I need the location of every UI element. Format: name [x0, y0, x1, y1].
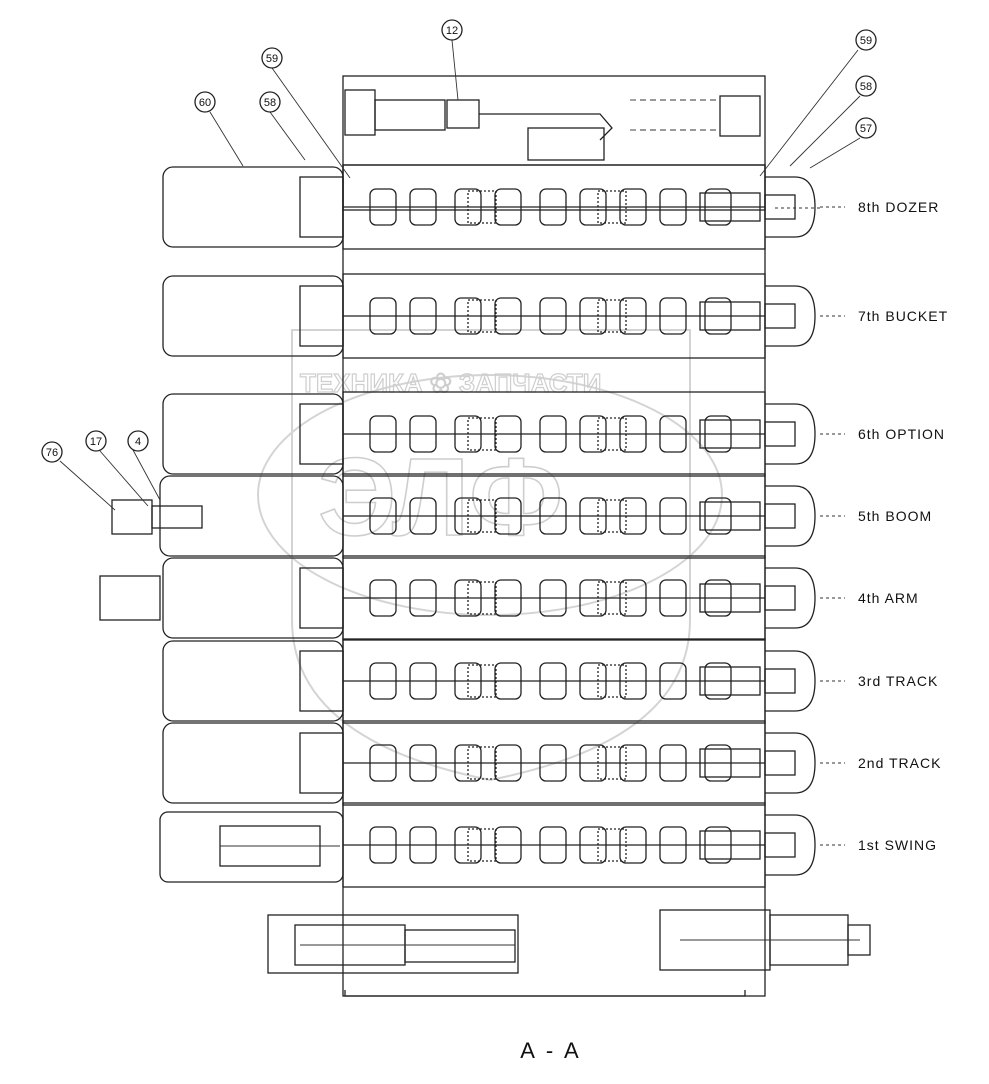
section-label-text: 8th DOZER: [858, 199, 939, 215]
section-labels: 8th DOZER 7th BUCKET 6th OPTION 5th BOOM 4th…: [820, 199, 948, 853]
section-label: 2nd TRACK: [820, 755, 941, 771]
spool-row: [342, 802, 766, 888]
callout-label: 59: [860, 35, 872, 47]
section-label-text: 5th BOOM: [858, 508, 932, 524]
right-cap: [764, 403, 816, 465]
left-cap: [162, 722, 344, 804]
leader-lines: [59, 39, 861, 511]
spool-row: [342, 555, 766, 641]
callout-label: 58: [264, 97, 276, 109]
section-label-text: 1st SWING: [858, 837, 937, 853]
left-cap-boom: [111, 475, 344, 557]
watermark-logo: ЭЛФ: [318, 436, 563, 559]
left-cap: [162, 393, 344, 475]
section-label-text: 7th BUCKET: [858, 308, 948, 324]
callout-bubble: 17: [85, 430, 107, 452]
section-label: 7th BUCKET: [820, 308, 948, 324]
right-cap: [764, 732, 816, 794]
right-cap: [764, 814, 816, 876]
right-cap: [764, 485, 816, 547]
left-cap: [162, 557, 344, 639]
callout-bubble: 4: [127, 430, 149, 452]
right-caps: [764, 176, 816, 876]
section-label: 3rd TRACK: [820, 673, 938, 689]
section-label: 4th ARM: [820, 590, 919, 606]
spool-row: [342, 638, 766, 724]
callout-label: 12: [446, 25, 458, 37]
right-cap: [764, 285, 816, 347]
callout-bubbles: 12 59 60 58 59 58 57 76 17 4: [41, 19, 877, 463]
right-cap: [764, 650, 816, 712]
callout-bubble: 60: [194, 91, 216, 113]
section-label-text: 3rd TRACK: [858, 673, 938, 689]
callout-label: 4: [135, 436, 141, 448]
section-label: 8th DOZER: [820, 199, 939, 215]
left-cap: [162, 640, 344, 722]
section-label-text: 6th OPTION: [858, 426, 945, 442]
callout-label: 57: [860, 123, 872, 135]
left-cap-swing: [159, 811, 344, 883]
arm-knob: [99, 575, 161, 621]
callout-bubble: 58: [855, 75, 877, 97]
callout-bubble: 59: [261, 47, 283, 69]
callout-label: 76: [46, 447, 58, 459]
right-cap: [764, 176, 816, 238]
callout-bubble: 76: [41, 441, 63, 463]
callout-label: 58: [860, 81, 872, 93]
callout-bubble: 59: [855, 29, 877, 51]
callout-bubble: 58: [259, 91, 281, 113]
section-label-text: 2nd TRACK: [858, 755, 941, 771]
spool-row: [342, 164, 766, 250]
left-cap: [162, 166, 344, 248]
watermark-text: ТЕХНИКА ✿ ЗАПЧАСТИ: [300, 368, 601, 398]
view-label: A - A: [520, 1038, 581, 1063]
section-label: 1st SWING: [820, 837, 937, 853]
section-label-text: 4th ARM: [858, 590, 919, 606]
callout-label: 60: [199, 97, 211, 109]
left-caps: [99, 166, 344, 883]
spool-row: [342, 273, 766, 359]
section-label: 5th BOOM: [820, 508, 932, 524]
right-cap: [764, 567, 816, 629]
left-cap: [162, 275, 344, 357]
callout-bubble: 12: [441, 19, 463, 41]
section-label: 6th OPTION: [820, 426, 945, 442]
callout-label: 17: [90, 436, 102, 448]
watermark: ТЕХНИКА ✿ ЗАПЧАСТИ ЭЛФ: [257, 329, 723, 782]
spool-row: [342, 720, 766, 806]
callout-label: 59: [266, 53, 278, 65]
callout-bubble: 57: [855, 117, 877, 139]
